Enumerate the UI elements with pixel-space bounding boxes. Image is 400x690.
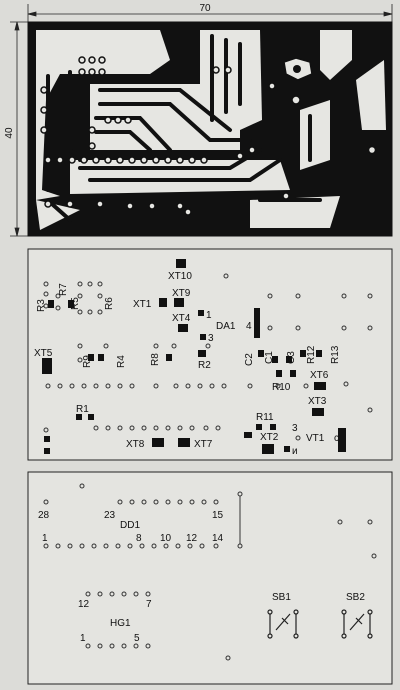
label-r7: R7 [58, 283, 69, 296]
label-xt3: XT3 [308, 396, 327, 407]
label-dd1-pin12: 12 [186, 533, 198, 544]
label-r13: R13 [330, 345, 341, 364]
dimension-width-label: 70 [199, 3, 211, 14]
label-dd1-pin23: 23 [104, 510, 116, 521]
board2-parts [42, 259, 346, 454]
label-r11: R11 [256, 412, 274, 423]
label-xt9: XT9 [172, 288, 191, 299]
board3-holes [43, 483, 377, 661]
label-xt7: XT7 [194, 439, 213, 450]
label-xt4: XT4 [172, 313, 191, 324]
label-dd1-pin28: 28 [38, 510, 50, 521]
label-r11-pin3: 3 [292, 423, 298, 434]
label-r8: R8 [150, 353, 161, 366]
switch-sb2 [341, 609, 373, 639]
label-dd1-pin14: 14 [212, 533, 224, 544]
board3-labels: 28 23 15 DD1 1 8 10 12 14 12 7 SB1 SB2 H… [38, 510, 365, 644]
label-c1: C1 [264, 351, 275, 364]
dimension-height [10, 21, 28, 237]
label-hg1-pin12: 12 [78, 599, 90, 610]
label-da1-pin4: 4 [246, 321, 252, 332]
label-dd1-pin15: 15 [212, 510, 224, 521]
label-xt1: XT1 [133, 299, 152, 310]
label-c2: C2 [244, 353, 255, 366]
label-r10: R10 [272, 382, 291, 393]
mounting-hole [283, 57, 313, 81]
board2-labels: XT10 R3 R7 R5 R6 XT1 XT9 XT4 1 3 DA1 4 X… [34, 271, 341, 457]
label-dd1: DD1 [120, 520, 140, 531]
label-pin-c: c [334, 433, 339, 444]
label-pin1: 1 [206, 310, 212, 321]
label-dd1-pin1: 1 [42, 533, 48, 544]
label-xt6: XT6 [310, 370, 329, 381]
label-da1: DA1 [216, 321, 236, 332]
dimension-height-label: 40 [4, 127, 15, 139]
label-xt5: XT5 [34, 348, 53, 359]
label-hg1-pin1: 1 [80, 633, 86, 644]
label-r3: R3 [36, 299, 47, 312]
label-pin3: 3 [208, 333, 214, 344]
label-dd1-pin8: 8 [136, 533, 142, 544]
label-dd1-pin10: 10 [160, 533, 172, 544]
board-copper-traces [27, 21, 393, 237]
label-c3: C3 [286, 351, 297, 364]
label-hg1: HG1 [110, 618, 131, 629]
label-sb1: SB1 [272, 592, 291, 603]
label-hg1-pin5: 5 [134, 633, 140, 644]
label-r12: R12 [306, 345, 317, 364]
label-r4: R4 [116, 355, 127, 368]
label-r9: R9 [82, 355, 93, 368]
label-r1: R1 [76, 404, 89, 415]
label-sb2: SB2 [346, 592, 365, 603]
switch-sb1 [267, 609, 299, 639]
label-r2: R2 [198, 360, 211, 371]
board-display-side [27, 471, 393, 685]
dimension-width [27, 4, 393, 22]
label-xt8: XT8 [126, 439, 145, 450]
label-hg1-pin7: 7 [146, 599, 152, 610]
label-xt2: XT2 [260, 432, 279, 443]
label-r6: R6 [104, 297, 115, 310]
label-vt1: VT1 [306, 433, 325, 444]
board2-holes [43, 273, 373, 441]
label-xt10: XT10 [168, 271, 192, 282]
label-pin-i: и [292, 446, 298, 457]
label-r5: R5 [70, 297, 81, 310]
